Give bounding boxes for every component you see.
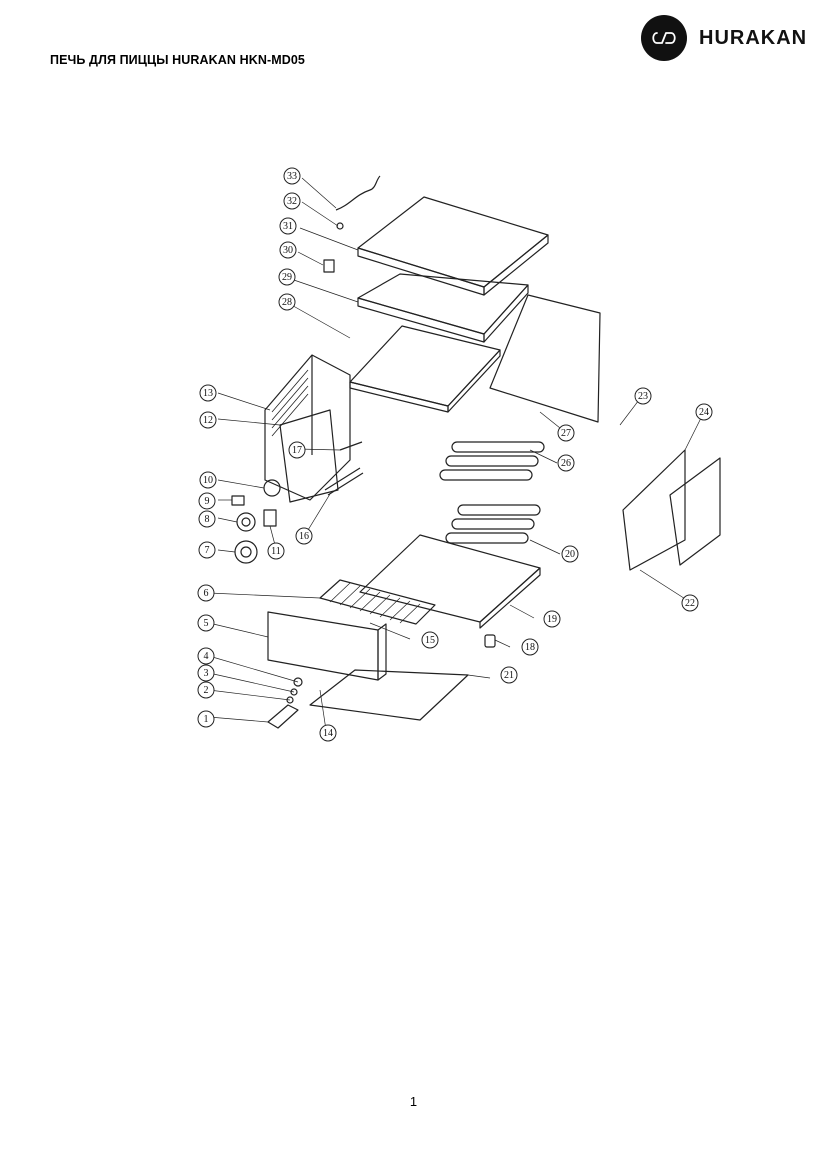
callout-17: 17 xyxy=(292,445,302,456)
callout-26: 26 xyxy=(561,458,571,469)
callout-31: 31 xyxy=(283,221,293,232)
callout-4: 4 xyxy=(204,651,209,662)
infinity-logo-icon xyxy=(641,15,687,61)
brand-name: HURAKAN xyxy=(699,26,808,49)
exploded-parts-diagram: 1 2 3 4 5 6 7 8 9 10 11 12 13 14 15 16 1… xyxy=(197,167,721,742)
callout-11: 11 xyxy=(271,546,281,557)
callout-5: 5 xyxy=(204,618,209,629)
top-tray xyxy=(349,325,501,413)
slide-rail-16 xyxy=(324,467,361,491)
callout-32: 32 xyxy=(287,196,297,207)
callout-14: 14 xyxy=(323,728,333,739)
brand-logo: HURAKAN xyxy=(641,15,807,61)
callout-12: 12 xyxy=(203,415,213,426)
callout-19: 19 xyxy=(547,614,557,625)
relay-11 xyxy=(263,509,277,527)
callout-28: 28 xyxy=(282,297,292,308)
page-number: 1 xyxy=(409,1094,418,1109)
callout-29: 29 xyxy=(282,272,292,283)
insulation-board xyxy=(357,273,529,343)
top-lid xyxy=(357,196,549,296)
callout-33: 33 xyxy=(287,171,297,182)
callout-3: 3 xyxy=(204,668,209,679)
oven-base xyxy=(359,534,541,629)
left-side-panel xyxy=(264,354,351,501)
right-side-panel xyxy=(622,449,721,571)
oven-door xyxy=(267,611,387,681)
callout-27: 27 xyxy=(561,428,571,439)
back-panel xyxy=(489,294,601,423)
callout-20: 20 xyxy=(565,549,575,560)
callout-16: 16 xyxy=(299,531,309,542)
callout-9: 9 xyxy=(205,496,210,507)
door-handle xyxy=(267,704,299,729)
callout-23: 23 xyxy=(638,391,648,402)
foot-18 xyxy=(484,634,496,648)
power-cord xyxy=(335,175,381,211)
upper-heating-elements xyxy=(439,441,545,481)
callout-24: 24 xyxy=(699,407,709,418)
knob-8 xyxy=(236,512,256,532)
callout-7: 7 xyxy=(205,545,210,556)
document-title: ПЕЧЬ ДЛЯ ПИЦЦЫ HURAKAN HKN-MD05 xyxy=(50,53,305,67)
callout-13: 13 xyxy=(203,388,213,399)
lower-heating-elements xyxy=(445,504,541,544)
callout-6: 6 xyxy=(204,588,209,599)
callout-10: 10 xyxy=(203,475,213,486)
callout-21: 21 xyxy=(504,670,514,681)
callout-2: 2 xyxy=(204,685,209,696)
callout-30: 30 xyxy=(283,245,293,256)
callout-18: 18 xyxy=(525,642,535,653)
control-panel xyxy=(279,409,339,503)
switch-9 xyxy=(231,495,245,506)
callout-1: 1 xyxy=(204,714,209,725)
callout-22: 22 xyxy=(685,598,695,609)
slide-rail-17 xyxy=(339,441,363,451)
knob-7 xyxy=(234,540,258,564)
knob-10 xyxy=(263,479,281,497)
crumb-tray xyxy=(309,669,469,721)
callout-15: 15 xyxy=(425,635,435,646)
callout-8: 8 xyxy=(205,514,210,525)
grill-rack xyxy=(319,579,436,625)
